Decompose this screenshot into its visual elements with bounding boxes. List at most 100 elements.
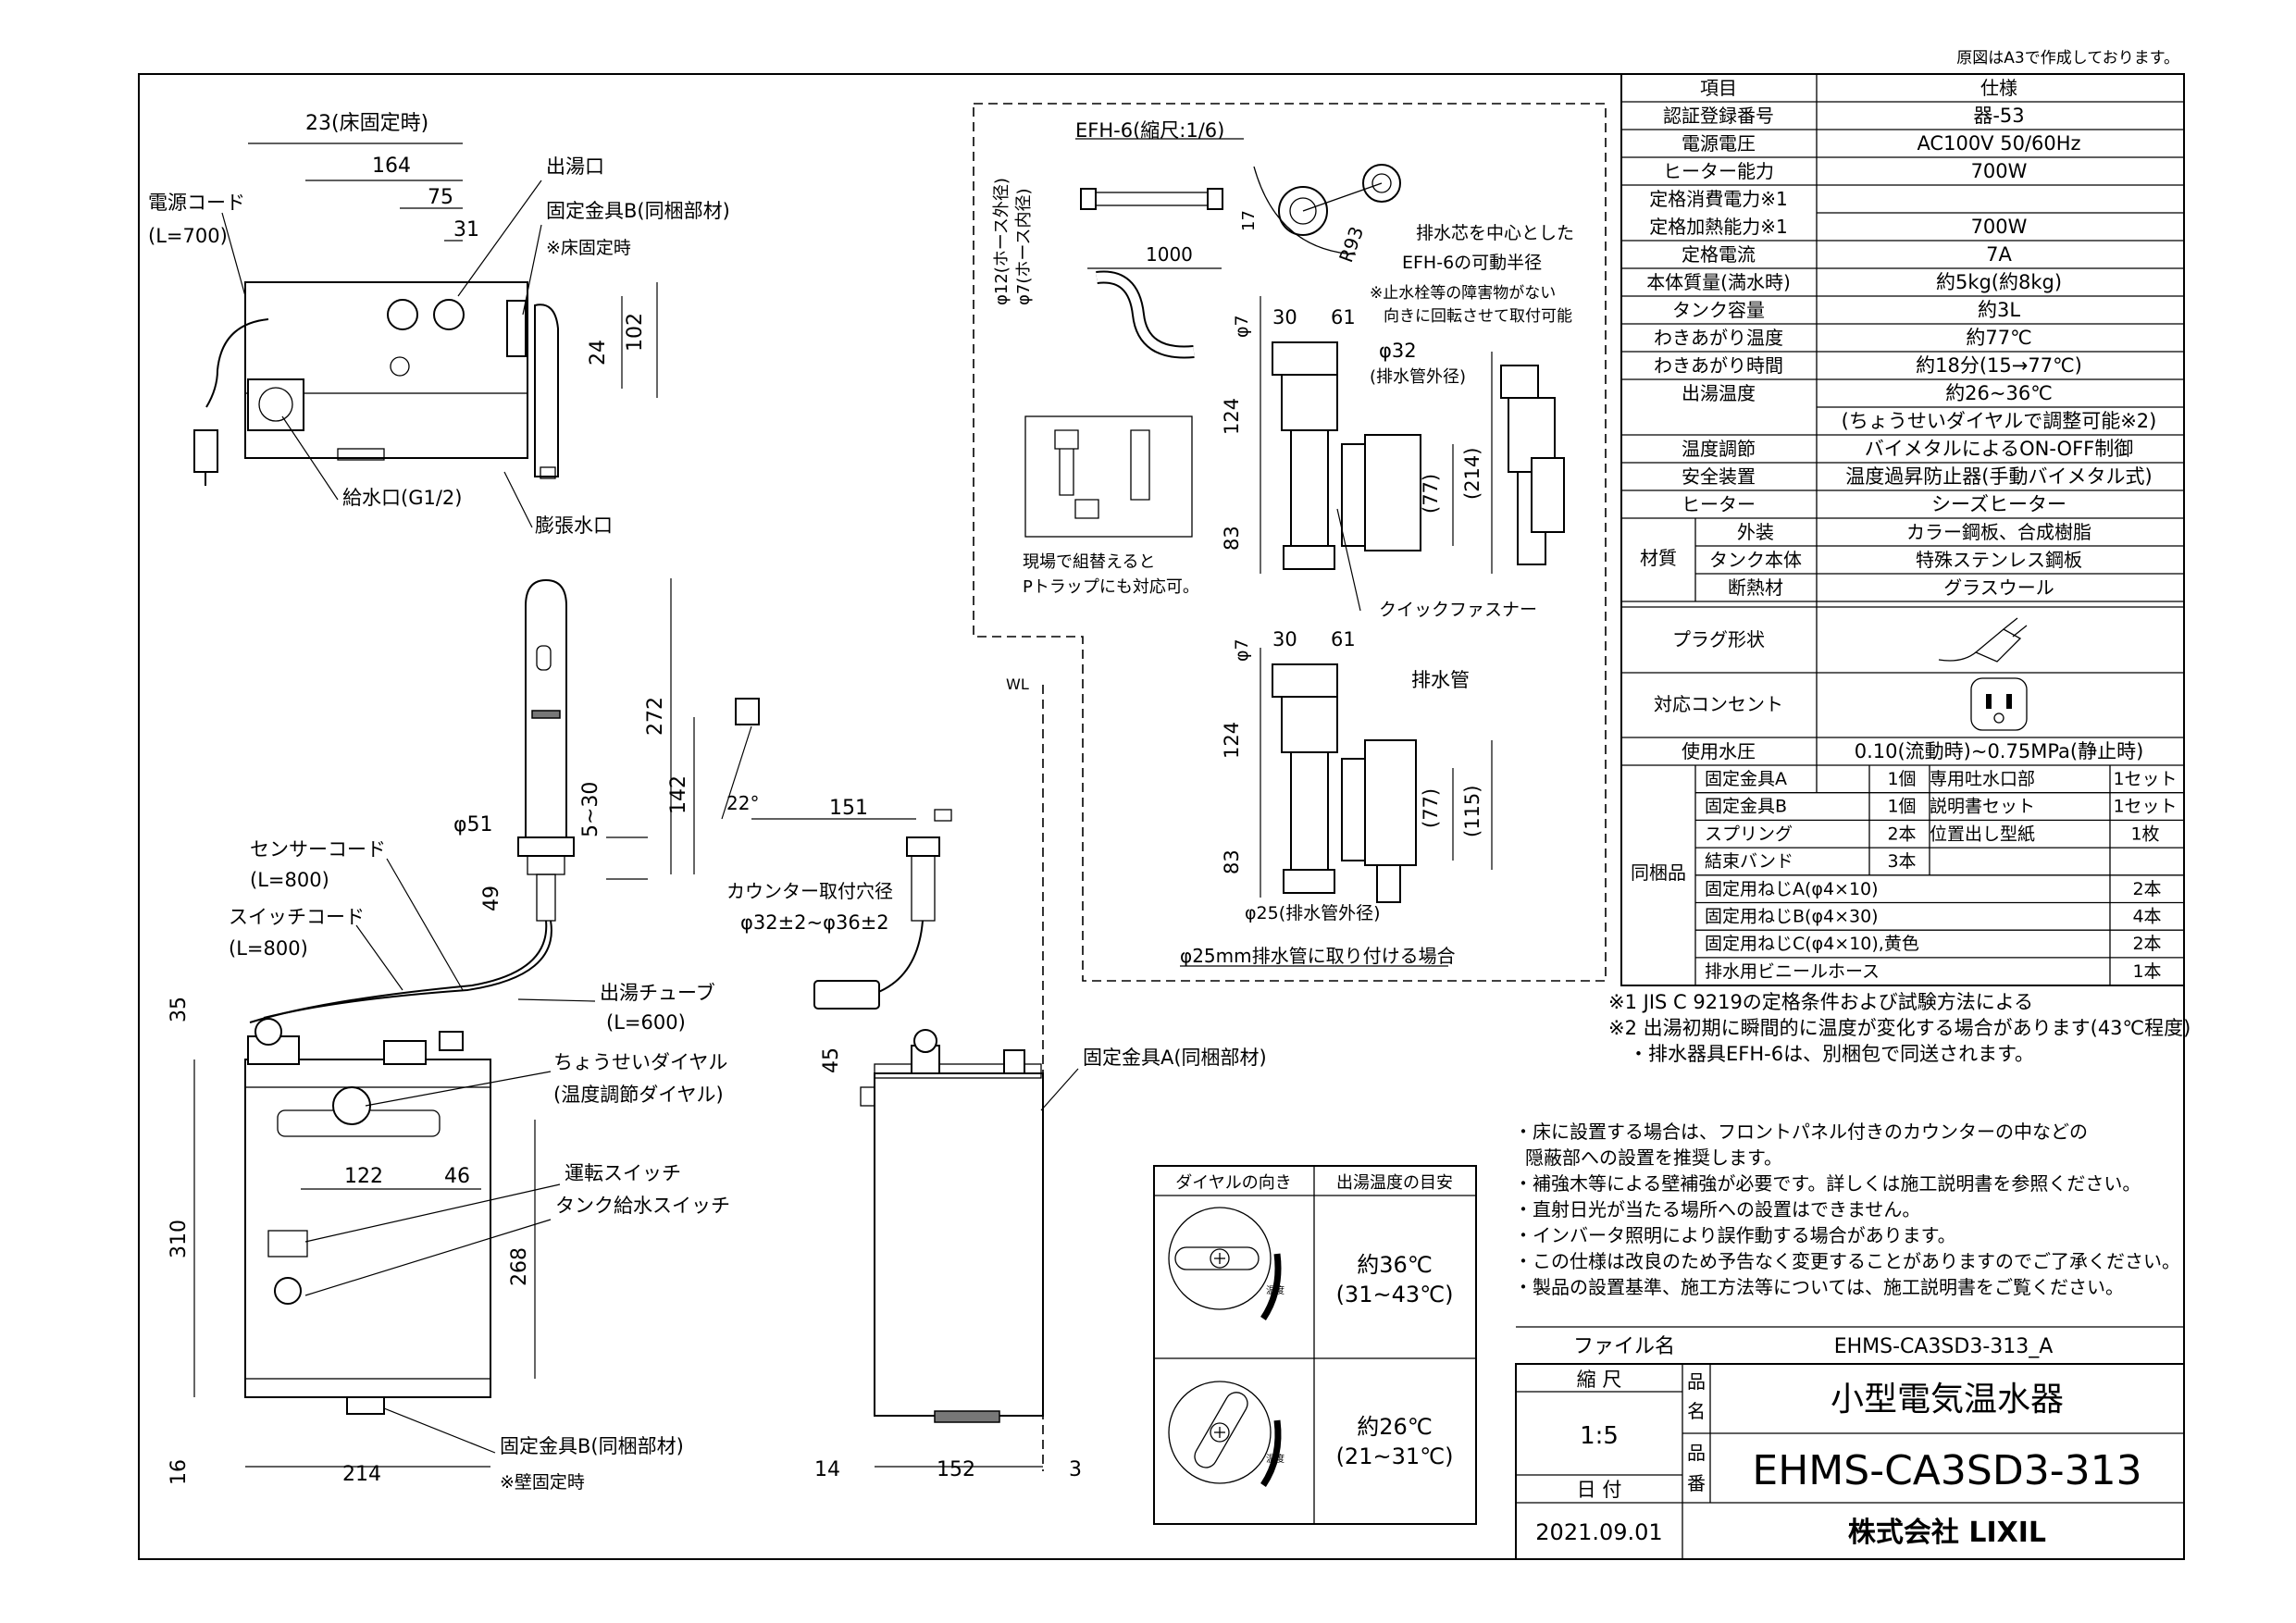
spec-row-label: 定格加熱能力※1 xyxy=(1649,216,1787,238)
dial-scale-label-1: 温度 xyxy=(1266,1284,1285,1296)
number-label-1: 品 xyxy=(1687,1442,1706,1464)
side-wl: WL xyxy=(1006,675,1029,693)
side-view xyxy=(730,567,1044,1423)
top-expansion: 膨張水口 xyxy=(535,514,613,537)
included-item: 固定金具B xyxy=(1705,797,1787,817)
included-item: 固定金具A xyxy=(1705,769,1787,789)
dial-icon-26: 温度 xyxy=(1168,1381,1285,1487)
top-d-23: 23(床固定時) xyxy=(305,112,428,135)
top-bracket-b: 固定金具B(同梱部材) xyxy=(546,200,730,222)
drain-title: EFH-6(縮尺:1/6) xyxy=(1075,119,1224,142)
top-power-cord: 電源コード xyxy=(148,192,245,214)
material-row-value: 特殊ステンレス鋼板 xyxy=(1916,549,2082,571)
drain-assembly-25 xyxy=(1272,663,1417,903)
dial-head-2: 出湯温度の目安 xyxy=(1336,1173,1453,1193)
included-qty-2: 1セット xyxy=(2113,797,2177,817)
material-row-label: タンク本体 xyxy=(1709,549,1802,571)
d-30-2: 30 xyxy=(1272,628,1297,650)
included-wide-qty: 2本 xyxy=(2132,934,2161,954)
ptrap-note-2: Pトラップにも対応可。 xyxy=(1023,577,1199,597)
spec-row-label: 定格電流 xyxy=(1682,243,1756,266)
included-wide-qty: 2本 xyxy=(2132,879,2161,899)
dial-row1-temp: 約36℃ xyxy=(1357,1252,1433,1278)
front-d-268: 268 xyxy=(508,1247,531,1286)
d-83-1: 83 xyxy=(1221,526,1243,551)
top-d-102: 102 xyxy=(624,313,647,352)
scale-value: 1:5 xyxy=(1580,1422,1619,1450)
front-wall-note: ※壁固定時 xyxy=(500,1472,585,1493)
side-d-22: 22° xyxy=(726,792,759,814)
radius-note-1: 排水芯を中心とした xyxy=(1416,223,1574,243)
note-4: ・直射日光が当たる場所への設置はできません。 xyxy=(1514,1198,1920,1220)
d-83-2: 83 xyxy=(1221,849,1243,874)
top-d-31: 31 xyxy=(453,218,479,242)
front-dial: ちょうせいダイヤル xyxy=(553,1051,727,1073)
spec-row-label: 出湯温度 xyxy=(1682,382,1756,404)
phi25-note: φ25mm排水管に取り付ける場合 xyxy=(1180,945,1456,967)
avoid-note-1: ※止水栓等の障害物がない xyxy=(1370,284,1556,303)
spec-row-value: バイメタルによるON-OFF制御 xyxy=(1865,438,2133,460)
company-name: 株式会社 LIXIL xyxy=(1848,1517,2046,1549)
product-name: 小型電気温水器 xyxy=(1831,1381,2064,1419)
drain-assembly-32 xyxy=(1272,341,1565,570)
note-5: ・インバータ照明により誤作動する場合があります。 xyxy=(1514,1224,1956,1246)
quick-fastener: クイックファスナー xyxy=(1379,600,1537,620)
spec-row-value: 約3L xyxy=(1978,299,2020,321)
front-switch-cord: スイッチコード xyxy=(229,906,365,928)
avoid-note-2: 向きに回転させて取付可能 xyxy=(1384,307,1572,326)
side-d-152: 152 xyxy=(937,1458,975,1481)
spec-row-value: 器-53 xyxy=(1973,105,2024,127)
spec-row-value: 約18分(15→77℃) xyxy=(1916,354,2082,377)
note-6: ・この仕様は改良のため予告なく変更することがありますのでご了承ください。 xyxy=(1514,1250,2180,1272)
front-d-35: 35 xyxy=(168,997,191,1022)
spec-row-value: 温度過昇防止器(手動バイメタル式) xyxy=(1845,465,2152,488)
file-name: EHMS-CA3SD3-313_A xyxy=(1834,1335,2054,1358)
spec-row-label: 定格消費電力※1 xyxy=(1649,188,1787,210)
side-counter-hole-val: φ32±2~φ36±2 xyxy=(740,911,889,934)
outlet-icon xyxy=(1970,677,2028,731)
included-qty: 3本 xyxy=(1887,851,1916,872)
side-d-14: 14 xyxy=(814,1458,840,1481)
dial-row2-temp: 約26℃ xyxy=(1357,1414,1433,1440)
pressure-value: 0.10(流動時)~0.75MPa(静止時) xyxy=(1855,740,2144,762)
note-3: ・補強木等による壁補強が必要です。詳しくは施工説明書を参照ください。 xyxy=(1514,1172,2141,1195)
spec-head-item: 項目 xyxy=(1700,77,1737,99)
spec-row-value: シーズヒーター xyxy=(1931,493,2066,515)
top-d-75: 75 xyxy=(428,186,453,209)
top-power-cord-len: (L=700) xyxy=(148,225,228,247)
name-label-1: 品 xyxy=(1687,1370,1706,1393)
scale-label: 縮 尺 xyxy=(1577,1369,1622,1391)
date-label: 日 付 xyxy=(1577,1479,1622,1501)
spec-row-label: わきあがり温度 xyxy=(1654,327,1783,349)
included-wide-item: 固定用ねじA(φ4×10) xyxy=(1705,879,1879,899)
hose-outer: φ12(ホース外径) xyxy=(992,178,1011,305)
front-d-122: 122 xyxy=(344,1165,383,1188)
plug-label: プラグ形状 xyxy=(1672,628,1765,650)
d-17: 17 xyxy=(1239,210,1259,231)
included-qty: 1個 xyxy=(1887,769,1916,789)
phi25-label: φ25(排水管外径) xyxy=(1245,903,1381,923)
d-124-2: 124 xyxy=(1221,722,1243,759)
r93: R93 xyxy=(1334,224,1368,266)
note-7: ・製品の設置基準、施工方法等については、施工説明書をご覧ください。 xyxy=(1514,1276,2124,1298)
front-bracket-b: 固定金具B(同梱部材) xyxy=(500,1435,684,1457)
included-qty: 2本 xyxy=(1887,824,1916,844)
spec-row-value: 約26~36℃ xyxy=(1945,382,2053,404)
spec-row-label: 電源電圧 xyxy=(1682,132,1756,155)
radius-note-2: EFH-6の可動半径 xyxy=(1402,253,1542,273)
d-1000: 1000 xyxy=(1146,243,1193,266)
included-item: 結束バンド xyxy=(1705,851,1793,872)
d-61-1: 61 xyxy=(1331,306,1356,328)
product-number: EHMS-CA3SD3-313 xyxy=(1752,1447,2141,1494)
outlet-label: 対応コンセント xyxy=(1654,693,1783,715)
included-wide-item: 固定用ねじB(φ4×30) xyxy=(1705,907,1879,927)
front-d-49: 49 xyxy=(480,886,503,911)
material-row-label: 外装 xyxy=(1737,521,1774,543)
spec-row-value: 約5kg(約8kg) xyxy=(1936,271,2062,293)
front-sensor-cord: センサーコード xyxy=(250,838,386,861)
front-d-51: φ51 xyxy=(453,813,493,836)
dial-row1-range: (31~43℃) xyxy=(1336,1282,1454,1307)
footnote-2: ※2 出湯初期に瞬間的に温度が変化する場合があります(43℃程度) xyxy=(1608,1017,2191,1039)
ptrap-note-1: 現場で組替えると xyxy=(1023,552,1155,572)
